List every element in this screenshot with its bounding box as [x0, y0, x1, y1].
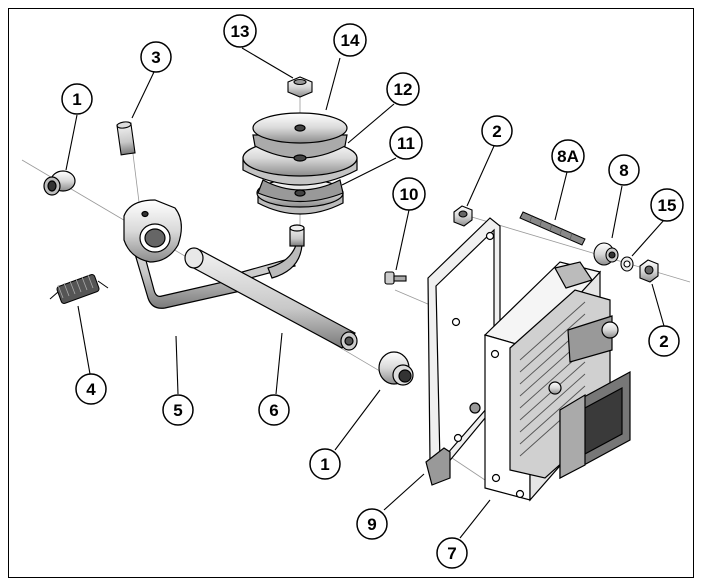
washer: [620, 256, 634, 272]
callout-9: 9: [356, 508, 388, 540]
callout-5: 5: [162, 394, 194, 426]
callout-2-upper: 2: [481, 115, 513, 147]
svg-text:7: 7: [447, 544, 456, 563]
svg-text:4: 4: [86, 380, 96, 399]
callout-11: 11: [389, 126, 423, 160]
mounting-plate: [425, 217, 501, 486]
threaded-rod: [519, 211, 586, 246]
svg-text:2: 2: [659, 332, 668, 351]
svg-text:6: 6: [269, 401, 278, 420]
callout-1-left: 1: [61, 83, 93, 115]
svg-text:5: 5: [173, 401, 182, 420]
svg-text:12: 12: [394, 80, 413, 99]
svg-text:3: 3: [151, 48, 160, 67]
callout-3: 3: [140, 41, 172, 73]
leader-lines: [65, 47, 665, 539]
svg-text:1: 1: [72, 90, 81, 109]
spring: [49, 274, 109, 304]
shaft: [184, 224, 358, 351]
callout-7: 7: [436, 537, 468, 569]
callout-8: 8: [608, 154, 640, 186]
svg-text:10: 10: [400, 185, 419, 204]
nut-right: [639, 259, 659, 283]
set-screw: [116, 121, 136, 156]
svg-text:14: 14: [341, 31, 360, 50]
top-nut: [287, 76, 313, 98]
callout-13: 13: [223, 14, 257, 48]
callout-8A: 8A: [551, 139, 585, 173]
callout-15: 15: [650, 188, 684, 222]
diagram-frame: [8, 8, 694, 578]
svg-text:13: 13: [231, 22, 250, 41]
bushing-left: [43, 170, 76, 196]
svg-text:2: 2: [492, 122, 501, 141]
callout-4: 4: [75, 373, 107, 405]
callout-6: 6: [258, 394, 290, 426]
motor-assembly: [469, 261, 631, 502]
bushing-right: [378, 351, 414, 386]
callout-12: 12: [386, 72, 420, 106]
svg-text:9: 9: [367, 515, 376, 534]
callout-2-right: 2: [648, 325, 680, 357]
pulley-stack: [242, 112, 358, 215]
svg-text:8: 8: [619, 161, 628, 180]
callout-14: 14: [333, 23, 367, 57]
callout-1-right: 1: [309, 448, 341, 480]
svg-text:1: 1: [320, 455, 329, 474]
spacer: [593, 242, 619, 266]
small-screw: [384, 271, 407, 285]
svg-text:8A: 8A: [557, 147, 579, 166]
nut-upper: [453, 205, 473, 227]
svg-text:11: 11: [397, 134, 415, 153]
callout-10: 10: [392, 177, 426, 211]
svg-text:15: 15: [658, 196, 677, 215]
